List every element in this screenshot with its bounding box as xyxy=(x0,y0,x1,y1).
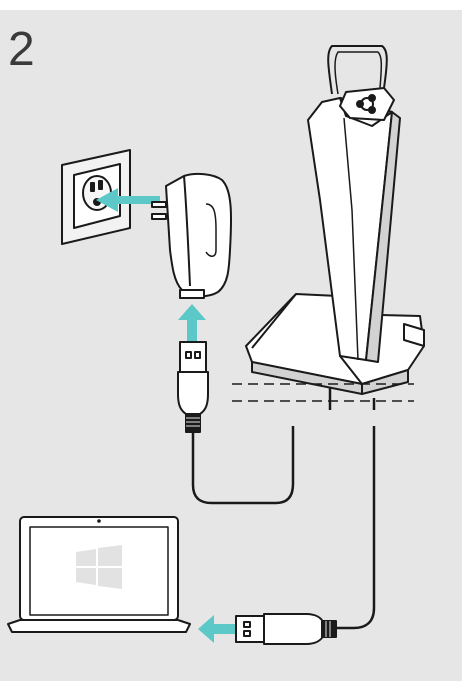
usb-plug-icon xyxy=(235,613,337,645)
power-adapter-icon xyxy=(151,172,233,299)
cable xyxy=(330,426,376,630)
windows-logo-icon xyxy=(76,545,122,589)
cable xyxy=(191,426,295,505)
step-number: 2 xyxy=(8,23,35,76)
usb-plug-icon xyxy=(177,341,209,433)
headset-base-icon xyxy=(245,45,425,395)
insert-arrow-icon xyxy=(178,304,206,342)
insert-arrow-icon xyxy=(96,188,160,212)
insert-arrow-icon xyxy=(198,615,236,643)
